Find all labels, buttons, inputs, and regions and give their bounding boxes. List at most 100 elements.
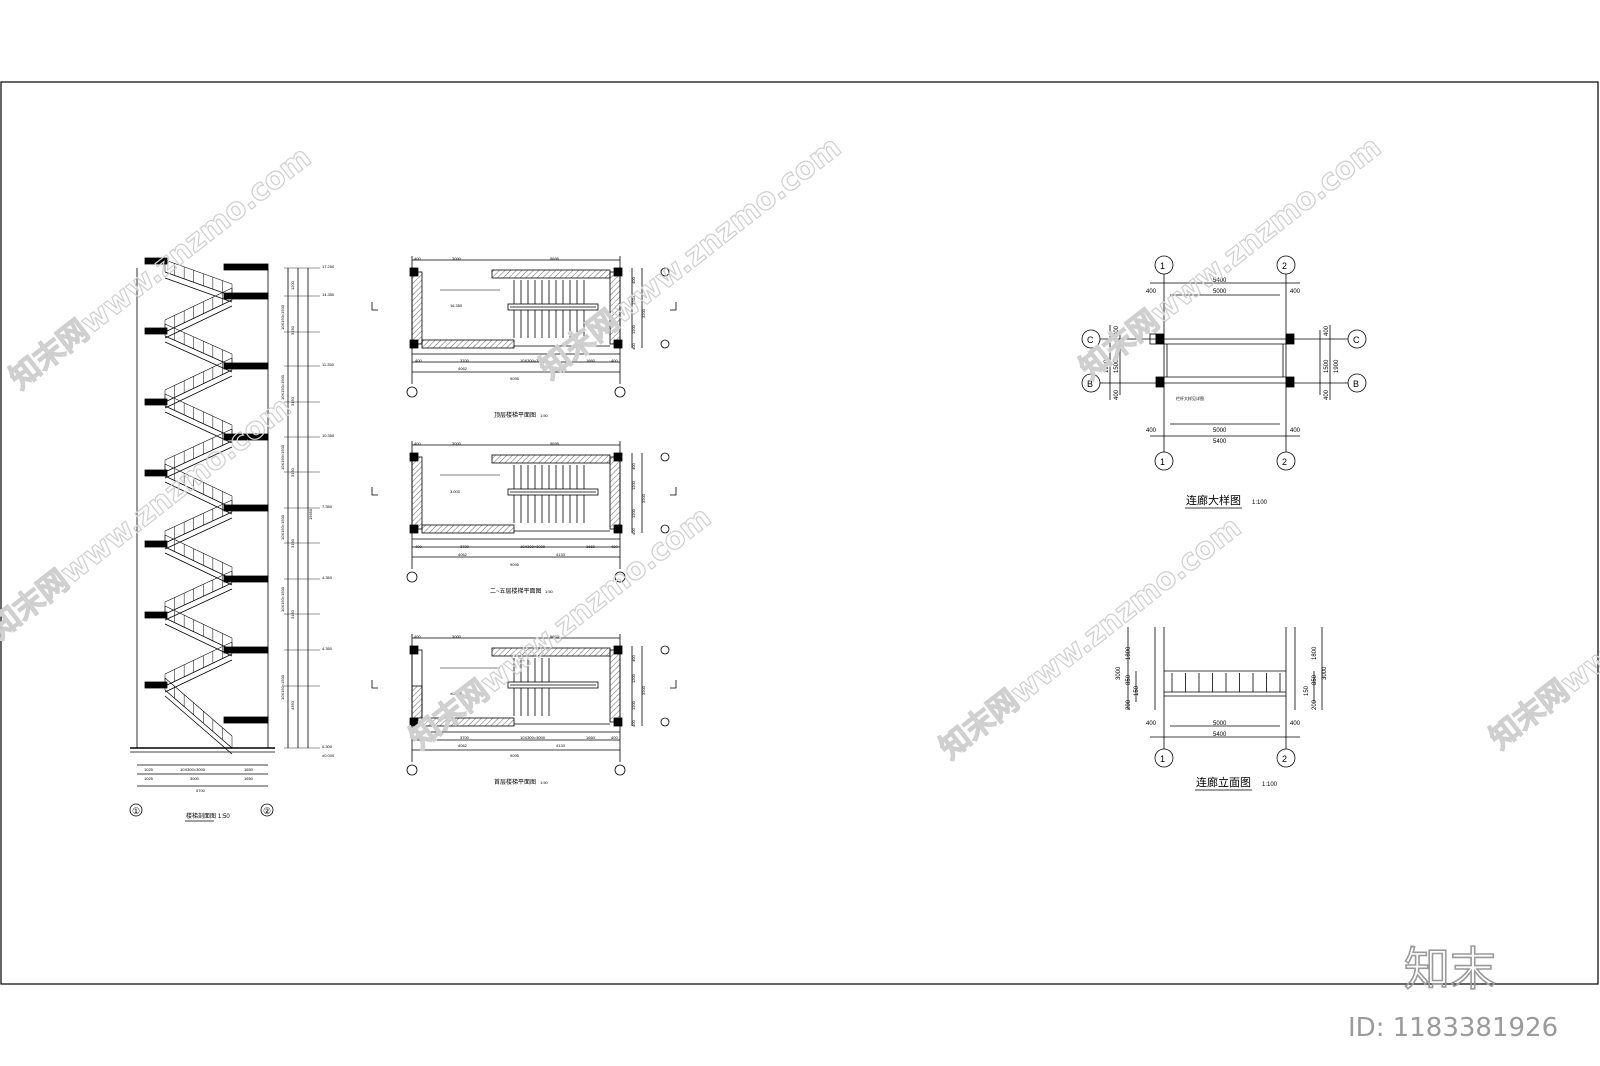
axis-bubble [660, 524, 670, 534]
axis-c-label: C [1353, 335, 1360, 345]
elev-dim-left: 3000 [1116, 666, 1122, 680]
section-mark [371, 302, 378, 311]
plan-bdim: 10X300=3000 [520, 358, 546, 363]
section-mark [371, 487, 378, 496]
axis-bubble [614, 386, 626, 398]
stair-flight [164, 511, 233, 544]
elev-dim-bottom-right: 400 [1290, 721, 1301, 727]
section-mark [670, 487, 677, 496]
stair-plan [371, 441, 677, 583]
watermark: 知末网www.znzmo.com [1073, 130, 1388, 387]
corridor-elevation [1127, 627, 1323, 768]
plan-bdim: 4133 [556, 743, 566, 748]
plan-top-dim: 5695 [550, 256, 560, 261]
stair-flight-under [164, 446, 233, 479]
elev-dim-left: 150 [1134, 685, 1140, 696]
brand-logo: 知末 [1404, 942, 1496, 996]
axis-1-label: 1 [1160, 457, 1165, 467]
section-scale: 1:50 [218, 814, 230, 820]
elev-label: 0.300 [322, 744, 333, 749]
vdim: 3150 [290, 609, 295, 619]
elev-label: 14.350 [322, 292, 335, 297]
plan-elev: 16.350 [450, 303, 463, 308]
watermark: 知末网www.znzmo.com [1483, 500, 1600, 757]
dim-top-left: 400 [1146, 289, 1157, 295]
handrail [164, 259, 233, 285]
stair-flight-under [164, 277, 233, 303]
floor-slab [223, 433, 269, 441]
dim-right: 400 [1324, 325, 1330, 336]
stair-flight-under [164, 623, 233, 657]
elev-label: 11.350 [322, 362, 335, 367]
stair-flight-under [164, 695, 233, 755]
axis-2-label: 2 [1282, 261, 1287, 271]
axis-b-label: B [1087, 379, 1093, 389]
plan-scale: 1:50 [545, 589, 554, 594]
plan-column [409, 452, 419, 462]
section-elevation-labels: 17.250 14.350 11.350 10.350 7.350 4.350 … [322, 264, 335, 758]
plan-column [613, 452, 623, 462]
stair-plan [371, 256, 677, 398]
floor-slab [223, 362, 269, 370]
plan-column [409, 645, 419, 655]
plan-rdim: 400 [631, 277, 636, 284]
elev-dim-right: 3000 [1322, 666, 1328, 680]
elev-dim-bottom-total: 5400 [1213, 732, 1227, 738]
landing-slab [144, 327, 168, 335]
plan-bdim: 400 [415, 544, 422, 549]
axis-bubble [406, 571, 418, 583]
section-mark [670, 680, 677, 689]
section-dim-b5: 3000 [190, 776, 200, 781]
plan-column [613, 339, 623, 349]
dim-right: 400 [1324, 389, 1330, 400]
plan-bdim: 4062 [458, 552, 468, 557]
elev-label: 17.250 [322, 264, 335, 269]
axis-bubble [406, 386, 418, 398]
stair-flight-under [164, 305, 233, 339]
elev-dim-left: 1800 [1126, 646, 1132, 660]
plan-btotal: 9095 [510, 753, 520, 758]
axis-1-label: 1 [1160, 261, 1165, 271]
elev-dim-right: 200 [1312, 699, 1318, 710]
plan-bdim: 4133 [556, 366, 566, 371]
vdim-run: 10X150=1500 [280, 514, 285, 540]
stair-flight [164, 405, 233, 438]
vdim-run: 10X150=1500 [280, 444, 285, 470]
axis-bubble [660, 645, 670, 655]
plan-column [613, 717, 623, 727]
section-mark [670, 302, 677, 311]
section-mark [371, 680, 378, 689]
handrail [164, 357, 233, 391]
stair-well [507, 303, 599, 311]
stair-flight-under [164, 341, 233, 373]
plan-elev: ±0.000 [450, 691, 463, 696]
section-dim-b2: 10X300=3000 [180, 767, 206, 772]
axis-bubble [260, 803, 274, 817]
plan-wall-bottom [421, 339, 515, 349]
handrail [164, 641, 233, 675]
elev-label: ±0.000 [322, 753, 335, 758]
axis-bubble [129, 803, 143, 817]
corridor-plan-labels: 1 2 1 2 C C B B 5400 5000 400 400 5000 5… [1087, 261, 1360, 509]
plan-bdim: 10X300=3000 [520, 544, 546, 549]
stair-section: 楼梯剖面图 1:50 ① ② 1025 10X300=3000 1650 102… [129, 257, 335, 822]
plan-column [409, 339, 419, 349]
elev-dim-bottom-left: 400 [1146, 721, 1157, 727]
stair-flight [164, 689, 233, 749]
plan-wall-right [609, 649, 621, 723]
plan-rdim: 400 [631, 463, 636, 470]
dim-top-total: 5400 [1213, 278, 1227, 284]
stair-flight [164, 653, 233, 687]
plan-rdim: 400 [631, 343, 636, 350]
stair-flight [164, 475, 233, 509]
axis-bubble [660, 267, 670, 277]
plan-bdim: 1660 [586, 358, 596, 363]
dim-top-right: 400 [1290, 289, 1301, 295]
plan-bdim: 3700 [460, 544, 470, 549]
landing-slab [144, 398, 168, 406]
axis-2-label: 2 [1282, 754, 1287, 764]
watermark: 知末网www.znzmo.com [403, 500, 718, 757]
stair-flight-under [164, 552, 233, 586]
vdim-run: 10X150=1500 [280, 304, 285, 330]
